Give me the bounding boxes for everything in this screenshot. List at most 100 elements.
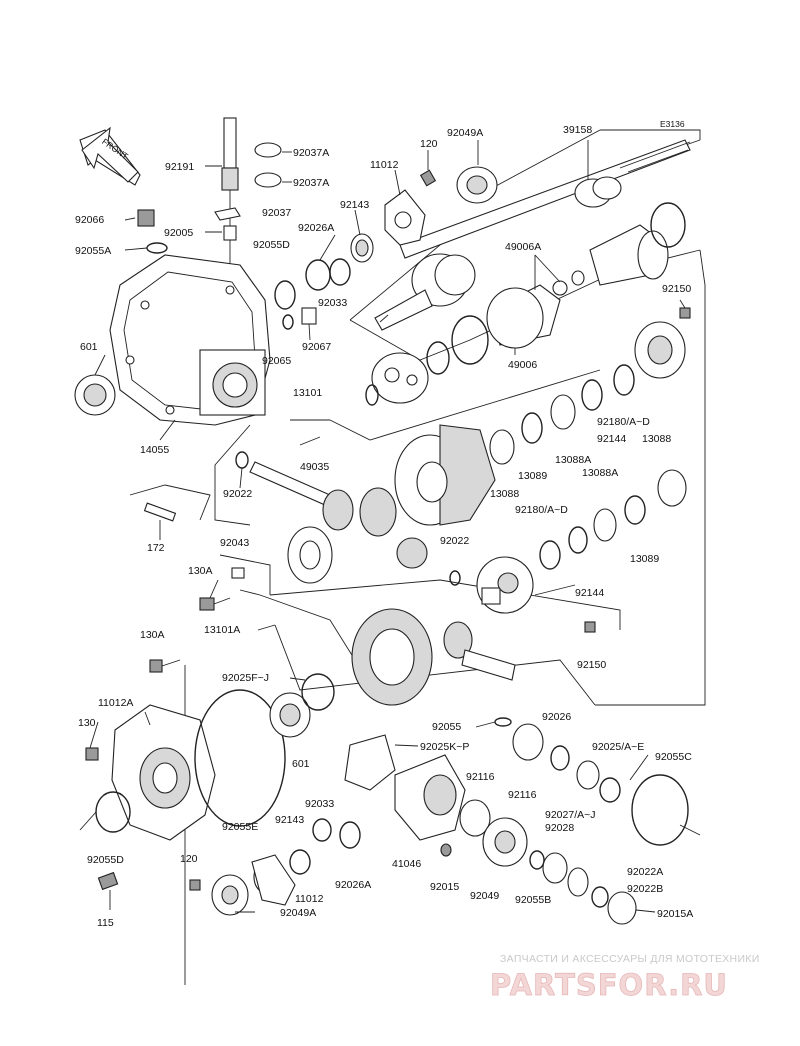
label-130A-2: 130A — [140, 629, 165, 641]
bearing-601-top — [74, 374, 116, 416]
washer-92022-left — [235, 451, 249, 469]
lower-rings — [440, 717, 689, 925]
label-92037A-1: 92037A — [293, 147, 329, 159]
label-92049: 92049 — [470, 890, 499, 902]
pin-13101-line — [299, 436, 321, 446]
lower-left-rings — [189, 818, 361, 916]
label-11012A: 11012A — [98, 697, 133, 709]
cv-inner-race — [365, 352, 429, 406]
label-13088-right: 13088 — [642, 433, 671, 445]
label-92033-bottom: 92033 — [305, 798, 334, 810]
gear-case-14055 — [109, 254, 271, 426]
diff-case — [394, 424, 496, 526]
label-92055C: 92055C — [655, 751, 692, 763]
housing-41046 — [394, 754, 466, 841]
label-92144-1: 92144 — [597, 433, 626, 445]
label-14055: 14055 — [140, 444, 169, 456]
ring-gear — [351, 608, 516, 706]
cv-joint-upper — [374, 253, 476, 331]
pinion-gears — [231, 487, 428, 584]
rings-92026A-92033-top — [305, 234, 351, 291]
diagram-code: E3136 — [660, 119, 685, 129]
watermark-logo: PARTSFOR.RU — [490, 968, 728, 1002]
label-92037A-2: 92037A — [293, 177, 329, 189]
label-92025AE: 92025/A~E — [592, 741, 644, 753]
label-92022-left: 92022 — [223, 488, 252, 500]
ring-92143-top — [350, 209, 374, 263]
bolt-130A-2 — [149, 659, 181, 673]
label-92025FJ: 92025F~J — [222, 672, 269, 684]
label-92005: 92005 — [164, 227, 193, 239]
label-49006A: 49006A — [505, 241, 541, 253]
o-ring-92055D-top — [274, 280, 296, 310]
label-92055D-bottom: 92055D — [87, 854, 124, 866]
label-92022-mid: 92022 — [440, 535, 469, 547]
label-92066: 92066 — [75, 214, 104, 226]
o-ring-92055E — [194, 689, 286, 827]
label-92049A-bottom: 92049A — [280, 907, 316, 919]
cv-boot-49006 — [426, 270, 585, 375]
bolt-92067 — [301, 307, 317, 341]
bolt-115 — [97, 871, 119, 891]
label-92026-b: 92026 — [542, 711, 571, 723]
clip-92005 — [214, 207, 241, 241]
label-13089-2: 13089 — [630, 553, 659, 565]
label-92055A: 92055A — [75, 245, 111, 257]
bolt-120-top — [419, 150, 437, 187]
o-ring-92055A — [146, 242, 168, 254]
cover-11012A — [111, 704, 216, 841]
clamp-92037A — [254, 142, 282, 188]
label-41046: 41046 — [392, 858, 421, 870]
label-13088A-2: 13088A — [582, 467, 618, 479]
label-92143-top: 92143 — [340, 199, 369, 211]
label-92055B: 92055B — [515, 894, 551, 906]
label-13101A: 13101A — [204, 624, 240, 636]
part-labels: 39158 92049A 120 11012 92143 92191 92037… — [75, 124, 693, 929]
drive-shaft-39158 — [399, 139, 691, 259]
label-92043: 92043 — [220, 537, 249, 549]
label-92027: 92027/A~J — [545, 809, 596, 821]
label-13101: 13101 — [293, 387, 322, 399]
label-92026A-bottom: 92026A — [335, 879, 371, 891]
label-92055-mid: 92055 — [432, 721, 461, 733]
front-direction-arrow: FRONT — [79, 126, 141, 186]
label-92143-bottom: 92143 — [275, 814, 304, 826]
bearing-601-bottom — [269, 673, 335, 738]
label-92065: 92065 — [262, 355, 291, 367]
label-92150-top: 92150 — [662, 283, 691, 295]
washer-92065 — [282, 314, 294, 330]
bearing-92116 — [459, 723, 544, 837]
oil-seal-92049A-top — [456, 140, 498, 204]
label-115: 115 — [97, 917, 114, 929]
label-92055D-top: 92055D — [253, 239, 290, 251]
label-92055E: 92055E — [222, 821, 258, 833]
label-13089-1: 13089 — [518, 470, 547, 482]
plug-92066 — [124, 209, 155, 227]
label-13088-left: 13088 — [490, 488, 519, 500]
label-92022A: 92022A — [627, 866, 663, 878]
label-92049A-top: 92049A — [447, 127, 483, 139]
cv-boot-49006A — [589, 202, 686, 286]
label-130A-1: 130A — [188, 565, 213, 577]
leader-lines — [79, 151, 701, 913]
label-92025KP: 92025K~P — [420, 741, 469, 753]
label-13088A-1: 13088A — [555, 454, 591, 466]
seal-92049 — [482, 817, 528, 867]
label-92067: 92067 — [302, 341, 331, 353]
label-92022B: 92022B — [627, 883, 663, 895]
label-601-top: 601 — [80, 341, 98, 353]
label-92037: 92037 — [262, 207, 291, 219]
label-92180-2: 92180/A~D — [515, 504, 568, 516]
label-92116-1: 92116 — [466, 771, 495, 783]
label-39158: 39158 — [563, 124, 592, 136]
label-92116-2: 92116 — [508, 789, 537, 801]
label-172: 172 — [147, 542, 165, 554]
label-92180-1: 92180/A~D — [597, 416, 650, 428]
gasket-92025KP — [344, 734, 396, 791]
label-92144-2: 92144 — [575, 587, 604, 599]
label-92015: 92015 — [430, 881, 459, 893]
label-92033-top: 92033 — [318, 297, 347, 309]
label-92191: 92191 — [165, 161, 194, 173]
